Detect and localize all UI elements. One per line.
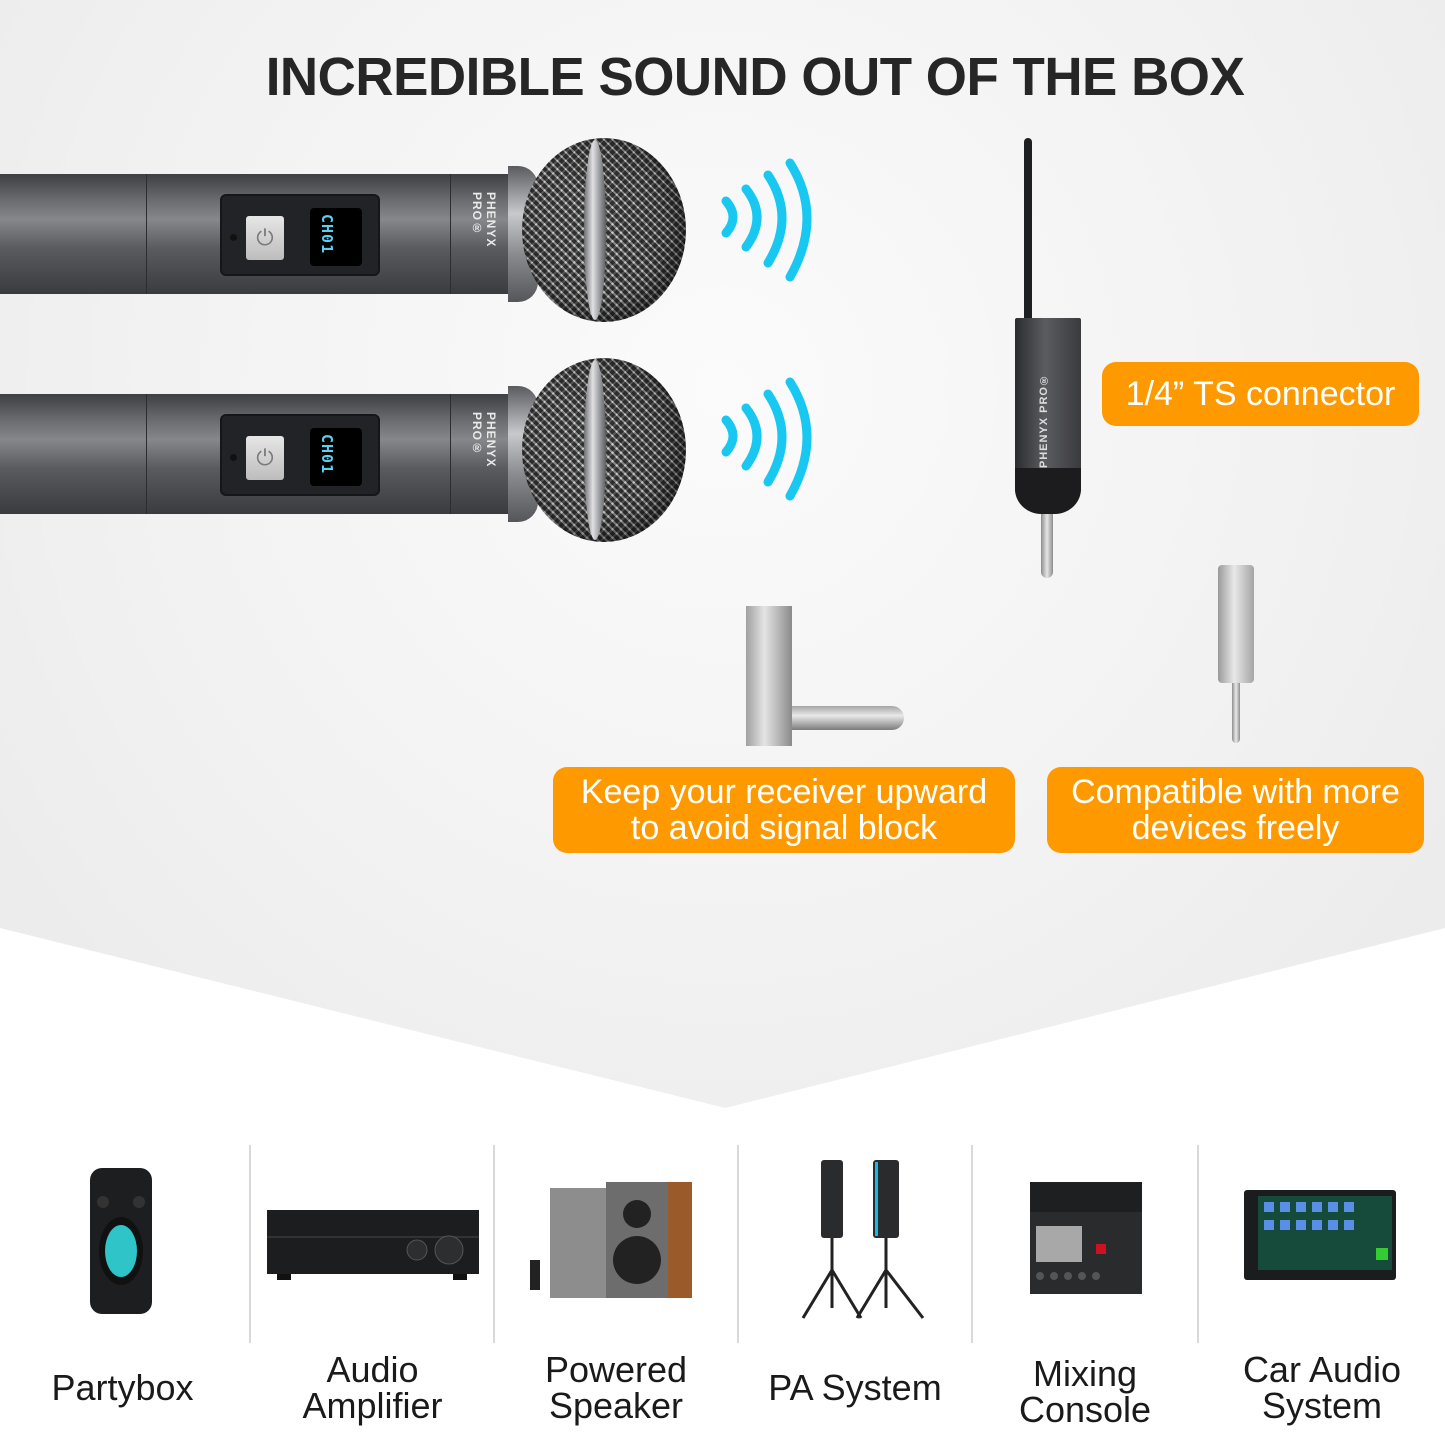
device-pa-system: PA System (739, 1140, 971, 1440)
device-label: PA System (768, 1367, 942, 1408)
powered-speaker-image (530, 1182, 692, 1298)
device-label: Car Audio System (1242, 1349, 1402, 1426)
callout-text-line2: to avoid signal block (630, 809, 938, 847)
receiver-antenna (1024, 138, 1032, 318)
mic-control-panel: ⏻ CH01 (220, 194, 380, 276)
wireless-signal-icon (721, 158, 812, 282)
audio-amplifier-image (267, 1210, 479, 1280)
quarter-inch-plug (1041, 514, 1053, 578)
wireless-receiver: PHENYX PRO® (1000, 138, 1090, 583)
car-audio-image (1244, 1190, 1396, 1280)
mic-control-panel: ⏻ CH01 (220, 414, 380, 496)
callout-text-line1: Keep your receiver upward (580, 773, 988, 811)
lcd-channel-text: CH01 (318, 434, 336, 475)
callout-compatible: Compatible with more devices freely (1047, 767, 1424, 853)
mic-ring (584, 360, 606, 540)
divider (249, 1145, 251, 1343)
divider (971, 1145, 973, 1343)
divider (737, 1145, 739, 1343)
power-button-icon: ⏻ (246, 216, 284, 260)
callout-receiver-upward: Keep your receiver upward to avoid signa… (553, 767, 1015, 853)
callout-ts-connector: 1/4” TS connector (1102, 362, 1419, 426)
wireless-signal-icon (721, 377, 812, 501)
power-button-icon: ⏻ (246, 436, 284, 480)
mic-handle: ⏻ CH01 PHENYX PRO® (0, 394, 510, 514)
device-label: Partybox (51, 1367, 194, 1408)
ir-sensor-icon (230, 454, 237, 461)
lcd-display: CH01 (310, 428, 362, 486)
mic-handle: ⏻ CH01 PHENYX PRO® (0, 174, 510, 294)
divider (1197, 1145, 1199, 1343)
brand-logo: PHENYX PRO® (470, 412, 498, 468)
compatible-devices-row: Partybox Audio Amplifier Powered Speake (0, 1140, 1445, 1440)
pa-system-image (801, 1160, 925, 1319)
device-car-audio-system: Car Audio System (1199, 1140, 1445, 1440)
receiver-cap (1015, 468, 1081, 514)
brand-logo: PHENYX PRO® (470, 192, 498, 248)
right-angle-adapter-image (746, 606, 906, 746)
device-audio-amplifier: Audio Amplifier (252, 1140, 493, 1440)
brand-logo: PHENYX PRO® (1038, 373, 1050, 469)
callout-text: 1/4” TS connector (1125, 375, 1396, 413)
device-label: Audio Amplifier (302, 1349, 443, 1426)
lcd-display: CH01 (310, 208, 362, 266)
headline: INCREDIBLE SOUND OUT OF THE BOX (265, 47, 1245, 107)
mixing-console-image (1030, 1182, 1142, 1294)
wireless-microphone-1: ⏻ CH01 PHENYX PRO® (0, 138, 700, 328)
3-5mm-adapter-image (1218, 565, 1254, 745)
divider (493, 1145, 495, 1343)
device-label: Powered Speaker (544, 1349, 688, 1426)
lcd-channel-text: CH01 (318, 214, 336, 255)
device-mixing-console: Mixing Console (973, 1140, 1197, 1440)
device-powered-speaker: Powered Speaker (495, 1140, 737, 1440)
callout-text-line1: Compatible with more (1071, 773, 1400, 811)
device-label: Mixing Console (1018, 1353, 1152, 1430)
callout-text-line2: devices freely (1131, 809, 1340, 847)
ir-sensor-icon (230, 234, 237, 241)
device-partybox: Partybox (0, 1140, 245, 1440)
wireless-microphone-2: ⏻ CH01 PHENYX PRO® (0, 358, 700, 548)
partybox-speaker-image (90, 1168, 152, 1314)
mic-ring (584, 140, 606, 320)
